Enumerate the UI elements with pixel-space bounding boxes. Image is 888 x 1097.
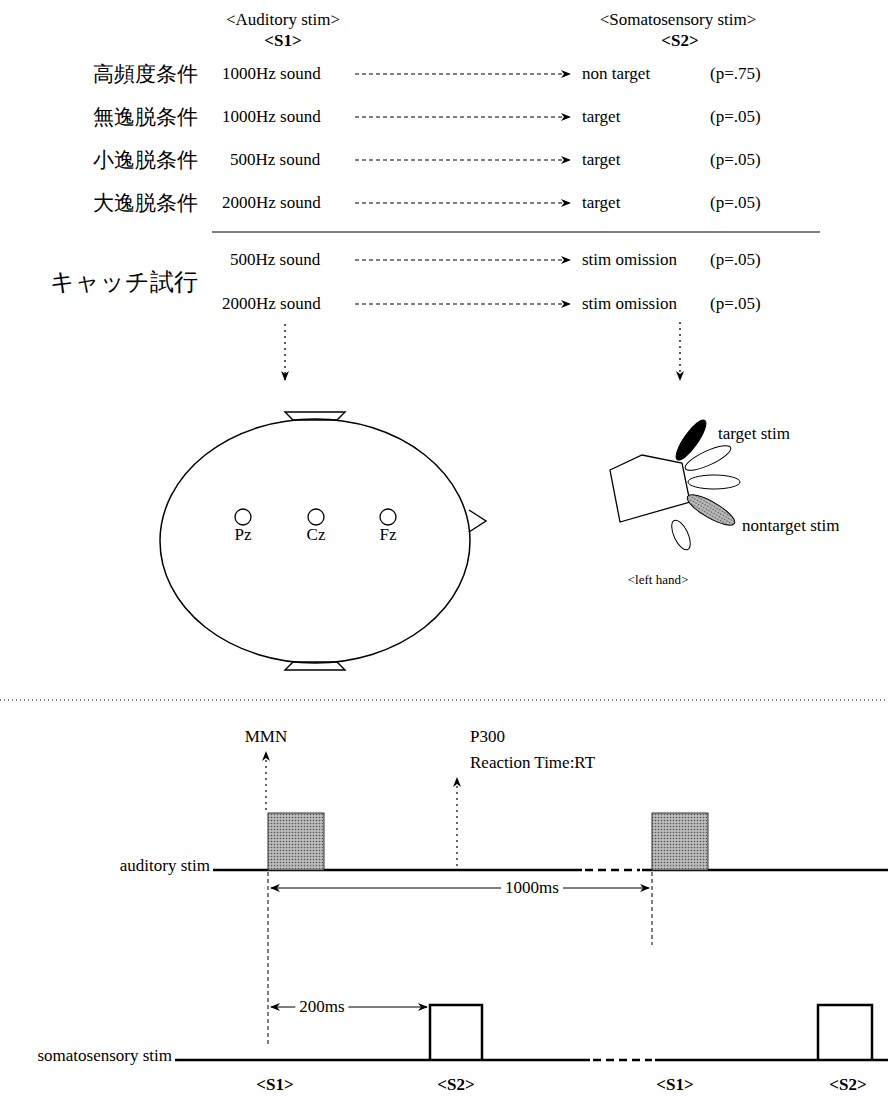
dotted-separator [0,699,888,700]
somatosensory-baseline-break [593,1059,652,1062]
stimulus-tag: <S1> [264,31,301,51]
sound-label: 2000Hz sound [222,193,321,213]
probability: (p=.05) [710,250,761,270]
stim-label: target [582,150,620,170]
probability: (p=.05) [710,294,761,314]
dashed-arrow [355,259,570,260]
component-label: P300 [470,727,505,747]
condition-name: 無逸脱条件 [93,105,198,129]
column-heading: <Somatosensory stim> [600,10,757,30]
head-outline [160,419,470,663]
sound-label: 2000Hz sound [222,294,321,314]
stim-label: stim omission [582,250,677,270]
dashed-arrow [355,303,570,304]
electrode-symbol [296,508,336,526]
stimulus-tag: <S1> [256,1075,293,1095]
dashed-arrows [355,74,570,304]
somatosensory-baseline [655,1059,888,1062]
dotted-arrow [679,322,680,380]
stim-label: non target [582,64,650,84]
hand-caption: <left hand> [628,573,689,588]
finger [682,441,733,475]
dotted-arrow [456,778,457,866]
hand-label: target stim [718,424,790,444]
electrode: Pz [223,508,263,545]
sound-label: 1000Hz sound [222,64,321,84]
electrode-circle [235,509,251,525]
electrode-symbol [223,508,263,526]
stim-label: stim omission [582,294,677,314]
sound-label: 500Hz sound [230,250,320,270]
dashed-arrow [355,73,570,74]
electrode: Fz [368,508,408,545]
dashed-arrow [355,159,570,160]
electrode-symbol [368,508,408,526]
dashed-arrow [355,116,570,117]
dashed-arrow [355,202,570,203]
condition-name: 高頻度条件 [93,62,198,86]
condition-name: 大逸脱条件 [93,191,198,215]
dotted-arrow [284,324,285,380]
electrode-circle [380,509,396,525]
stimulus-tag: <S2> [829,1075,866,1095]
divider-line [212,232,820,233]
hand-label: nontarget stim [742,516,839,536]
electrode: Cz [296,508,336,545]
probability: (p=.05) [710,150,761,170]
finger [688,475,740,489]
interval-arrow [271,888,649,889]
auditory-pulse [268,813,324,870]
component-label: Reaction Time:RT [470,753,595,773]
palm [610,455,690,522]
electrode-label: Cz [296,526,336,545]
probability: (p=.05) [710,107,761,127]
stimulus-tag: <S2> [437,1075,474,1095]
dotted-arrow [265,752,266,810]
ear [285,412,345,420]
time-mark [652,872,653,945]
sound-label: 1000Hz sound [222,107,321,127]
channel-label: auditory stim [120,856,210,876]
finger-nontarget [684,490,739,531]
finger [668,518,694,553]
electrode-label: Pz [223,526,263,545]
stimulus-tag: <S1> [656,1075,693,1095]
ear [285,662,345,670]
component-label: MMN [245,727,288,747]
time-mark [268,872,269,1045]
somatosensory-pulse [818,1005,872,1060]
auditory-baseline-break [585,869,640,872]
stim-label: target [582,193,620,213]
probability: (p=.75) [710,64,761,84]
auditory-pulse [652,813,708,870]
nose [469,510,486,532]
probability: (p=.05) [710,193,761,213]
electrode-label: Fz [368,526,408,545]
catch-trial-label: キャッチ試行 [50,269,198,297]
electrode-circle [308,509,324,525]
somatosensory-baseline [175,1059,590,1062]
column-heading: <Auditory stim> [226,10,340,30]
interval-label: 200ms [295,997,348,1017]
somatosensory-pulse [430,1005,482,1060]
interval-label: 1000ms [501,878,563,898]
condition-name: 小逸脱条件 [93,148,198,172]
channel-label: somatosensory stim [37,1046,172,1066]
sound-label: 500Hz sound [230,150,320,170]
stim-label: target [582,107,620,127]
stimulus-tag: <S2> [661,31,698,51]
